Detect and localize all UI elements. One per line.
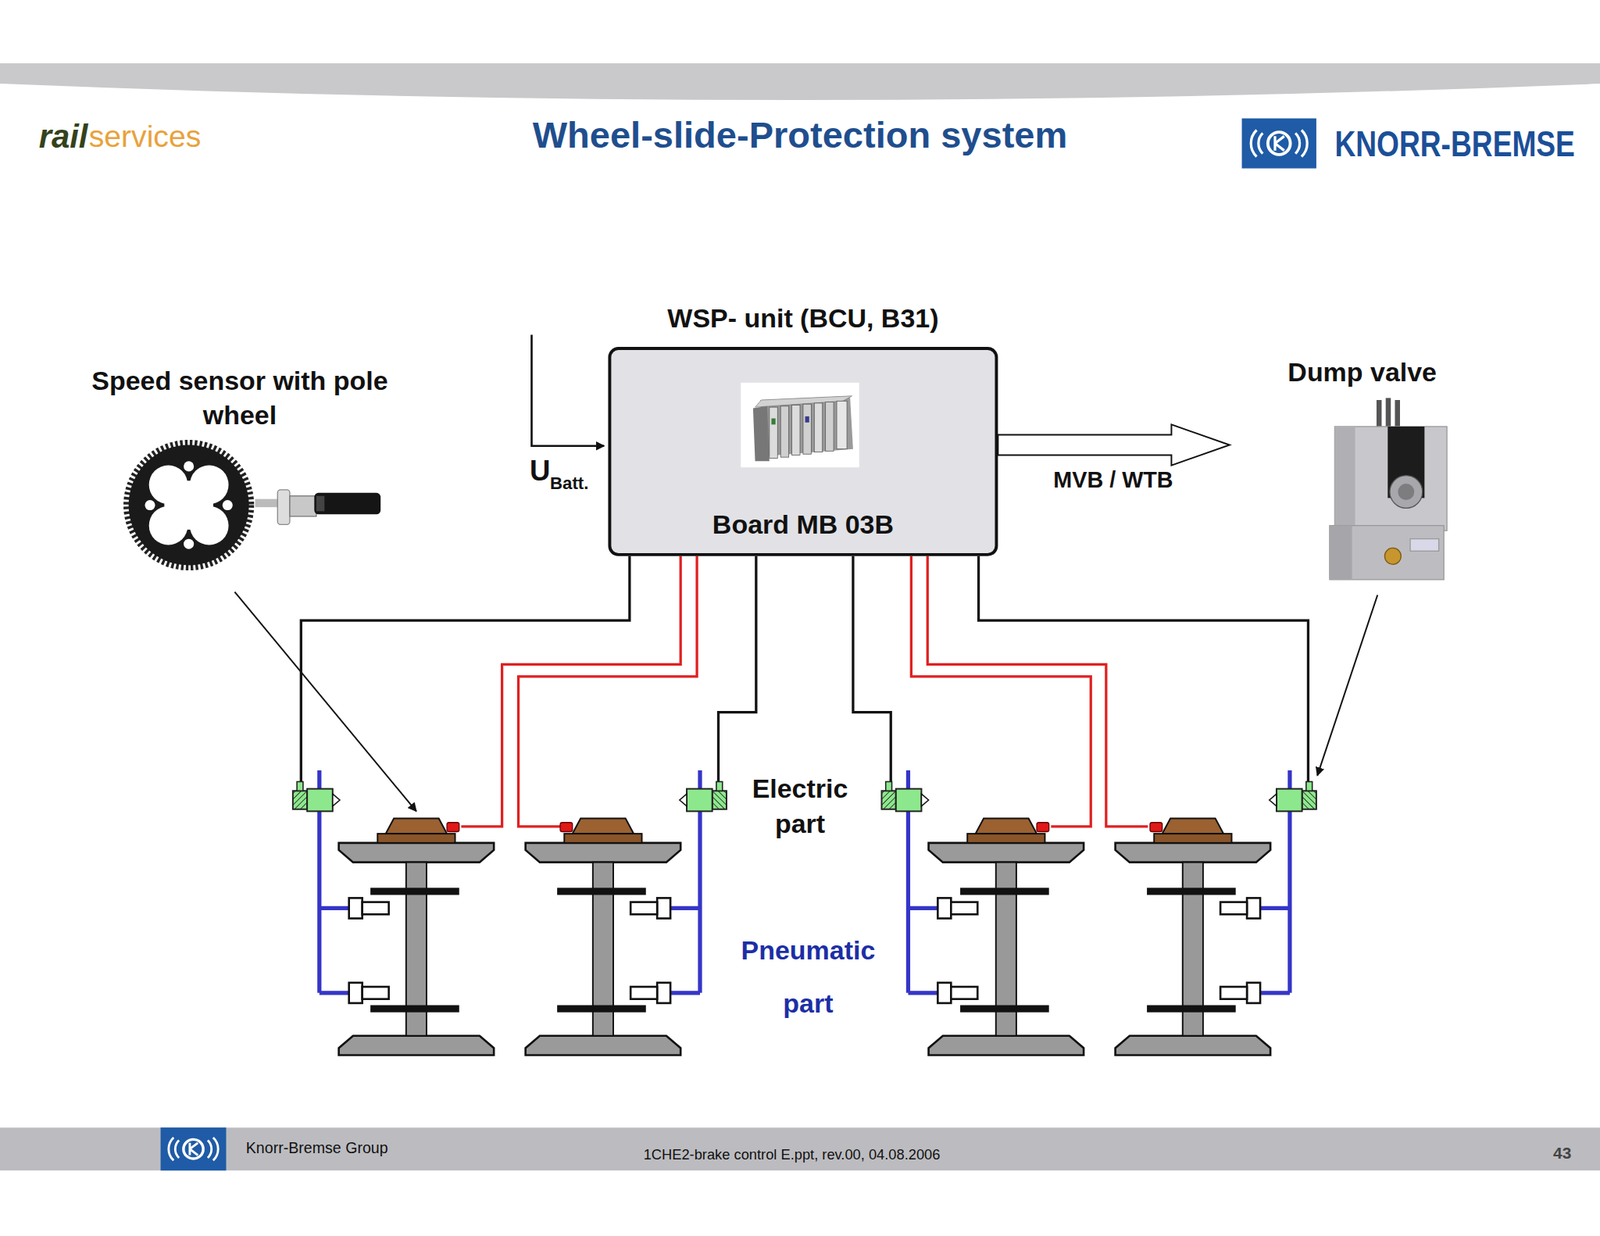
knorr-logo: [1242, 118, 1317, 169]
wheelsets: [292, 770, 1317, 1055]
section-label: Pneumatic part: [726, 923, 890, 1030]
valve-wire: [300, 556, 630, 784]
wheelset: [928, 818, 1085, 1056]
gear-hole: [183, 539, 194, 550]
leader-line: [1317, 594, 1378, 775]
component-label: Speed sensor with pole wheel: [86, 363, 393, 433]
footer-text: Knorr-Bremse Group: [246, 1139, 389, 1158]
sensor-connector: [446, 822, 460, 833]
unit-heading: WSP- unit (BCU, B31): [667, 302, 939, 336]
pneumatic-side: [630, 770, 727, 1004]
gear-teeth: [126, 442, 251, 568]
gear-cutout: [149, 465, 189, 505]
speed-sensor-probe: [255, 489, 382, 525]
valve-base: [1329, 525, 1444, 580]
rack-side: [753, 406, 770, 462]
brand-logo-text: services: [89, 118, 202, 156]
board-name: Board MB 03B: [712, 507, 894, 541]
valve-wire: [718, 556, 757, 784]
rack-card: [836, 400, 847, 449]
rack-card: [825, 402, 834, 452]
component-label: Dump valve: [1287, 356, 1437, 388]
gear-cutout: [189, 506, 229, 546]
gear-hole: [222, 500, 233, 511]
pole-wheel: [126, 442, 251, 568]
pneumatic-side: [292, 770, 390, 1004]
signal-subscript: Batt.: [550, 473, 589, 494]
supply-arrow: [531, 334, 604, 446]
sensor-wire: [518, 556, 698, 827]
wheelset: [1115, 818, 1272, 1056]
sensor-body: [289, 496, 317, 517]
sensor-connector: [1150, 822, 1163, 833]
footer-band: [0, 1127, 1600, 1171]
unit-box: WSP- unit (BCU, B31)Board MB 03B: [607, 346, 998, 557]
sensor-connector: [560, 822, 573, 833]
pneumatic-side: [881, 770, 978, 1004]
rack-led: [771, 418, 775, 425]
gear-body: [128, 444, 250, 565]
header-band: [0, 63, 1600, 100]
pneumatic-side: [1220, 770, 1317, 1004]
sensor-wire: [927, 556, 1148, 827]
brand-logo-text: KNORR-BREMSE: [1334, 121, 1575, 166]
wheelset: [525, 818, 682, 1056]
rack-card: [769, 407, 778, 458]
sensor-ring: [316, 496, 325, 512]
gear-hole: [183, 460, 194, 472]
leader-line: [234, 592, 416, 812]
gear-cutout: [189, 465, 229, 505]
slide-title: Wheel-slide-Protection system: [532, 114, 1068, 158]
gear-hole: [144, 500, 155, 511]
valve-plate: [1410, 539, 1440, 552]
rack-card: [803, 403, 811, 454]
rack-card: [780, 406, 789, 458]
valve-fitting: [1384, 547, 1401, 565]
bus-arrow: [997, 424, 1229, 465]
section-label: Electric part: [733, 771, 867, 841]
rack-back: [760, 396, 854, 457]
rack-card: [814, 403, 822, 453]
wheelset: [339, 818, 495, 1056]
valve-knob: [1397, 483, 1415, 500]
gear-cutout: [149, 506, 189, 546]
valve-pin: [1376, 400, 1383, 429]
brand-logo-text: rail: [39, 117, 89, 157]
sensor-connector: [1036, 822, 1050, 833]
sensor-rod: [255, 499, 280, 508]
dump-valve-picture: [1329, 397, 1447, 579]
rack-picture: [740, 382, 860, 468]
valve-wire: [853, 556, 891, 784]
knorr-logo: [160, 1127, 227, 1171]
sensor-wire: [910, 556, 1091, 827]
picture-frame: [740, 382, 860, 468]
bus-name: MVB / WTB: [1053, 467, 1173, 494]
valve-base: [1329, 525, 1353, 580]
valve-side: [1334, 426, 1355, 531]
valve-body: [1334, 426, 1447, 531]
page-number: 43: [1553, 1143, 1572, 1164]
valve-wire: [978, 556, 1309, 784]
valve-knob: [1389, 475, 1423, 509]
sensor-wire: [460, 556, 681, 827]
footer-text: 1CHE2-brake control E.ppt, rev.00, 04.08…: [643, 1146, 941, 1164]
valve-pin: [1385, 397, 1392, 429]
signal-name: U: [529, 453, 550, 489]
rack-led: [805, 416, 810, 423]
sensor-cable: [314, 492, 381, 515]
sensor-flange: [277, 489, 290, 525]
valve-pin: [1394, 400, 1400, 429]
rack-card: [792, 405, 800, 456]
rack-lid: [755, 396, 853, 408]
